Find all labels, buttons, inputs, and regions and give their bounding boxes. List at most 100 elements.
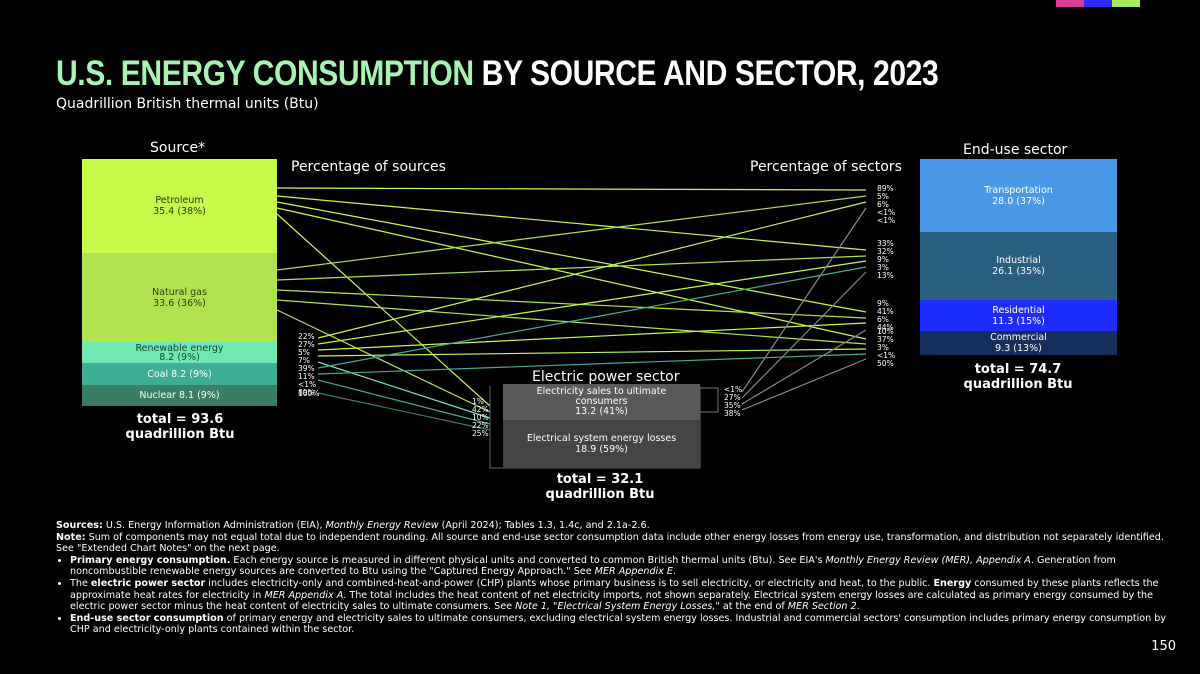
sector-pct-group-transportation: 89% 5% 6% <1% <1% xyxy=(877,185,895,225)
source-renewable-value: 8.2 (9%) xyxy=(159,351,200,363)
flow-elec-industrial xyxy=(741,271,867,399)
flow-renewable-transportation xyxy=(317,201,867,339)
sector-pct: 33% xyxy=(877,239,894,248)
sector-heading: End-use sector xyxy=(963,142,1068,158)
note-label: Note: xyxy=(56,531,86,543)
flow-elec-residential xyxy=(741,329,867,405)
flow-nuclear-electric xyxy=(317,392,491,431)
flow-renewable-residential xyxy=(317,322,867,351)
electric-out-pct: <1% xyxy=(724,385,743,394)
source-total: total = 93.6 quadrillion Btu xyxy=(120,412,240,442)
sector-pct: 37% xyxy=(877,335,894,344)
source-pct: 11% xyxy=(298,372,315,381)
sector-residential-label: Residential xyxy=(992,304,1045,316)
sector-pct: 89% xyxy=(877,184,894,193)
sector-residential: Residential 11.3 (15%) xyxy=(920,300,1117,331)
source-nuclear-label: Nuclear 8.1 (9%) xyxy=(139,390,220,401)
electric-losses: Electrical system energy losses 18.9 (59… xyxy=(503,420,700,468)
electric-total-line1: total = 32.1 xyxy=(556,472,644,487)
electric-in-pct: 10% xyxy=(472,413,489,422)
electric-losses-value: 18.9 (59%) xyxy=(575,444,628,455)
electric-in-pct: 25% xyxy=(472,429,489,438)
flow-gas-transportation xyxy=(276,195,867,271)
note-text: at the end of xyxy=(719,601,788,613)
sector-transportation-label: Transportation xyxy=(984,184,1053,196)
sector-commercial-label: Commercial xyxy=(990,332,1047,343)
note-ref: MER Section 2 xyxy=(787,601,857,613)
sector-industrial-value: 26.1 (35%) xyxy=(992,266,1045,277)
sector-industrial: Industrial 26.1 (35%) xyxy=(920,232,1117,300)
source-pct: 89% xyxy=(298,388,315,397)
sources-line: Sources: U.S. Energy Information Adminis… xyxy=(56,520,1176,532)
title-highlight: U.S. ENERGY CONSUMPTION xyxy=(56,54,474,93)
flow-petroleum-residential xyxy=(276,201,867,313)
note-bullet-electric: The electric power sector includes elect… xyxy=(70,578,1176,613)
note-text: of primary energy and electricity sales … xyxy=(70,612,1167,636)
note-line: Note: Sum of components may not equal to… xyxy=(56,532,1176,555)
source-gas-label: Natural gas xyxy=(152,286,207,298)
note-text: . Generation from noncombustible renewab… xyxy=(70,554,1116,578)
flow-petroleum-industrial xyxy=(276,195,867,251)
sector-stack: Transportation 28.0 (37%) Industrial 26.… xyxy=(920,159,1117,355)
electric-in-pcts: 1% 42% 10% 22% 25% xyxy=(472,398,489,438)
source-pct: 7% xyxy=(298,356,310,365)
note-ref: Monthly Energy Review (MER), Appendix A xyxy=(825,554,1031,566)
sector-industrial-label: Industrial xyxy=(996,255,1041,266)
electric-sales-label: Electricity sales to ultimate consumers xyxy=(536,386,667,407)
source-gas-value: 33.6 (36%) xyxy=(153,297,206,309)
flow-gas-residential xyxy=(276,289,867,319)
sector-pct: 5% xyxy=(877,192,889,201)
source-total-line2: quadrillion Btu xyxy=(125,427,235,442)
sector-pct: 9% xyxy=(877,255,889,264)
source-pct-nuclear: 100% xyxy=(298,389,320,398)
electric-out-pct: 38% xyxy=(724,409,741,418)
electric-out-pct: 27% xyxy=(724,393,741,402)
page-number: 150 xyxy=(1151,639,1176,654)
flow-renewable-commercial xyxy=(317,348,867,357)
note-ref: Note 1, "Electrical System Energy Losses… xyxy=(515,601,720,613)
sector-pct: 41% xyxy=(877,307,894,316)
sector-pct: 50% xyxy=(877,359,894,368)
source-petroleum: Petroleum 35.4 (38%) xyxy=(82,159,277,253)
sector-pct: 32% xyxy=(877,247,894,256)
flow-coal-electric xyxy=(317,379,491,425)
sector-pct: <1% xyxy=(877,216,896,225)
sector-pct-group-residential: 9% 41% 6% 44% xyxy=(877,300,894,332)
source-stack: Petroleum 35.4 (38%) Natural gas 33.6 (3… xyxy=(82,159,277,406)
sector-residential-value: 11.3 (15%) xyxy=(992,315,1045,327)
source-pct: <1% xyxy=(298,380,317,389)
sector-pct: 44% xyxy=(877,323,894,332)
note-text: . The total includes the heat content of… xyxy=(70,589,1153,613)
page-subtitle: Quadrillion British thermal units (Btu) xyxy=(56,96,319,112)
accent-bar-green xyxy=(1112,0,1140,7)
source-heading: Source* xyxy=(150,140,206,156)
note-bold: electric power sector xyxy=(90,577,206,589)
note-bullet-enduse: End-use sector consumption of primary en… xyxy=(70,613,1176,636)
sector-transportation: Transportation 28.0 (37%) xyxy=(920,159,1117,232)
flow-gas-commercial xyxy=(276,299,867,345)
sector-commercial-value: 9.3 (13%) xyxy=(995,343,1042,354)
flow-coal-commercial xyxy=(317,353,867,375)
note-bold: Primary energy consumption. xyxy=(70,554,231,566)
flow-petroleum-transportation xyxy=(276,187,867,191)
note-text: The xyxy=(70,577,91,589)
page-title: U.S. ENERGY CONSUMPTION BY SOURCE AND SE… xyxy=(56,54,939,94)
note-text: includes electricity-only and combined-h… xyxy=(205,577,934,589)
source-coal: Coal 8.2 (9%) xyxy=(82,363,277,385)
source-petroleum-label: Petroleum xyxy=(155,195,204,206)
sources-publication: Monthly Energy Review xyxy=(325,520,439,531)
note-text: . xyxy=(673,566,677,578)
note-text: Sum of components may not equal total du… xyxy=(56,531,1164,555)
sector-pct-group-industrial: 33% 32% 9% 3% 13% xyxy=(877,240,894,280)
flow-coal-industrial xyxy=(317,266,867,369)
sector-pct: 6% xyxy=(877,200,889,209)
accent-bar-blue xyxy=(1084,0,1112,7)
flow-petroleum-commercial xyxy=(276,207,867,340)
electric-stack: Electricity sales to ultimate consumers … xyxy=(503,384,700,468)
source-pct: 39% xyxy=(298,364,315,373)
note-ref: MER Appendix A xyxy=(264,589,344,601)
accent-bar-pink xyxy=(1056,0,1084,7)
source-pct: 27% xyxy=(298,340,315,349)
electric-out-pcts: <1% 27% 35% 38% xyxy=(724,386,742,418)
